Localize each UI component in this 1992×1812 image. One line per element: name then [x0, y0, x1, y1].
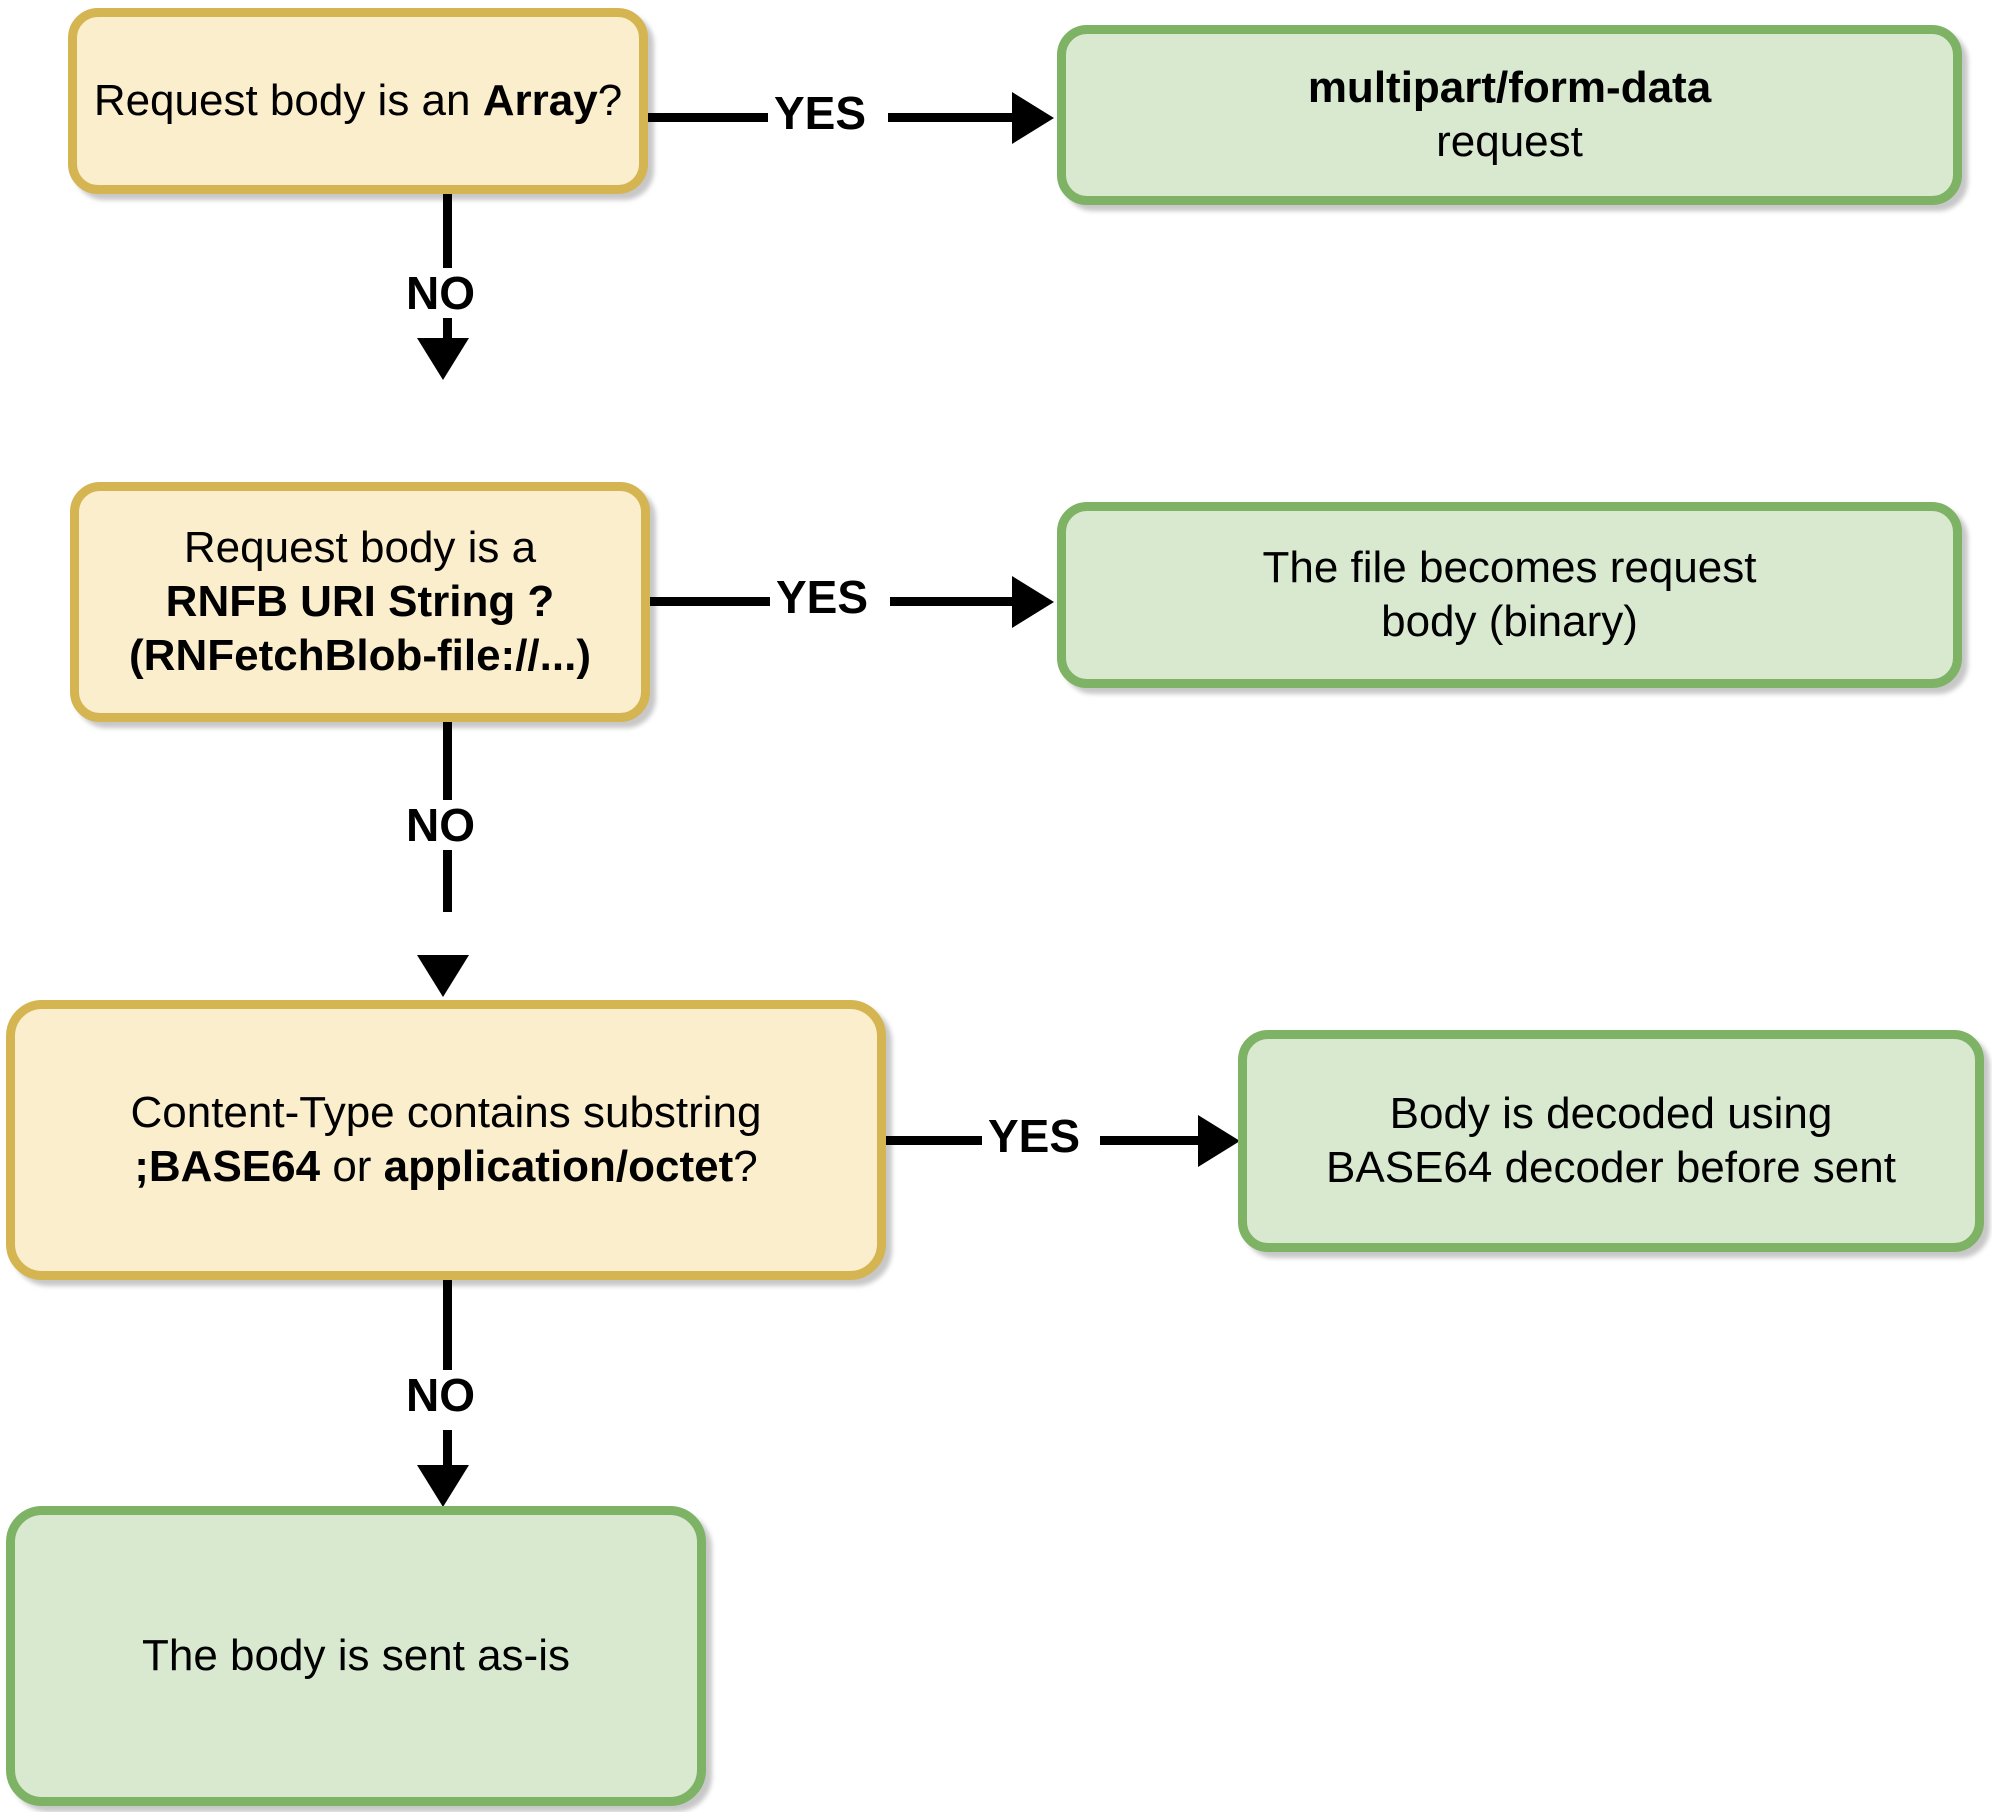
node-decision-content-type-substring-text: Content-Type contains substring ;BASE64 … [29, 1086, 863, 1193]
edge-label-no-1: NO [400, 268, 481, 318]
node-decision-request-body-is-rnfb-uri[interactable]: Request body is a RNFB URI String ? (RNF… [70, 482, 650, 722]
edge-label-no-2: NO [400, 800, 481, 850]
decision-rnfb-line3: (RNFetchBlob-file://...) [129, 630, 591, 680]
edge-no-2-line-upper [443, 722, 452, 814]
result-file-binary-line1: The file becomes request [1262, 543, 1757, 593]
edge-no-2-arrowhead [417, 955, 469, 997]
decision-rnfb-line1: Request body is a [183, 523, 537, 573]
decision-content-type-line2: ;BASE64 or application/octet? [29, 1140, 863, 1194]
decision-content-type-line1: Content-Type contains substring [130, 1088, 762, 1138]
edge-yes-3-arrowhead [1198, 1115, 1240, 1167]
edge-label-yes-3: YES [982, 1111, 1087, 1161]
node-result-body-sent-as-is-text: The body is sent as-is [29, 1629, 683, 1683]
result-file-binary-line2: body (binary) [1381, 597, 1638, 646]
decision-content-type-post: ? [733, 1142, 758, 1191]
decision-array-text-post: ? [597, 76, 623, 126]
edge-label-yes-2: YES [770, 572, 875, 622]
decision-content-type-mid: or [320, 1142, 384, 1191]
decision-content-type-bold-octet: application/octet [383, 1142, 734, 1191]
node-result-file-becomes-request-body[interactable]: The file becomes request body (binary) [1057, 502, 1962, 688]
edge-yes-2-line-right [890, 597, 1016, 606]
decision-array-text-pre: Request body is an [93, 76, 483, 126]
edge-yes-1-arrowhead [1012, 92, 1054, 144]
node-decision-content-type-substring[interactable]: Content-Type contains substring ;BASE64 … [6, 1000, 886, 1280]
node-decision-request-body-is-array-text: Request body is an Array? [91, 74, 625, 128]
edge-yes-1-line-left [648, 113, 794, 122]
node-decision-request-body-is-array[interactable]: Request body is an Array? [68, 8, 648, 194]
edge-yes-1-line-right [888, 113, 1016, 122]
edge-no-2-line-lower [443, 850, 452, 912]
edge-yes-2-line-left [650, 597, 796, 606]
result-base64-line2: BASE64 decoder before sent [1326, 1143, 1896, 1192]
edge-yes-3-line-left [886, 1136, 1002, 1145]
node-result-body-decoded-base64[interactable]: Body is decoded using BASE64 decoder bef… [1238, 1030, 1984, 1252]
result-multipart-line1: multipart/form-data [1307, 63, 1712, 113]
result-base64-line1: Body is decoded using [1389, 1089, 1833, 1139]
edge-yes-3-line-right [1100, 1136, 1204, 1145]
edge-no-3-line-lower [443, 1430, 452, 1480]
decision-rnfb-line2: RNFB URI String ? [165, 577, 555, 627]
edge-no-3-arrowhead [417, 1465, 469, 1507]
result-as-is-line1: The body is sent as-is [142, 1631, 570, 1681]
node-decision-request-body-is-rnfb-uri-text: Request body is a RNFB URI String ? (RNF… [93, 521, 627, 682]
edge-label-no-3: NO [400, 1370, 481, 1420]
node-result-multipart-form-data-text: multipart/form-data request [1080, 61, 1939, 168]
decision-array-text-bold: Array [482, 76, 598, 126]
node-result-body-decoded-base64-text: Body is decoded using BASE64 decoder bef… [1261, 1087, 1961, 1194]
node-result-body-sent-as-is[interactable]: The body is sent as-is [6, 1506, 706, 1806]
node-result-file-becomes-request-body-text: The file becomes request body (binary) [1080, 541, 1939, 648]
edge-yes-2-arrowhead [1012, 576, 1054, 628]
result-multipart-line2: request [1436, 117, 1583, 166]
edge-no-3-line-upper [443, 1280, 452, 1390]
edge-no-1-arrowhead [417, 338, 469, 380]
edge-no-1-line-upper [443, 194, 452, 280]
node-result-multipart-form-data[interactable]: multipart/form-data request [1057, 25, 1962, 205]
decision-content-type-bold-base64: ;BASE64 [134, 1142, 321, 1191]
edge-label-yes-1: YES [768, 88, 873, 138]
